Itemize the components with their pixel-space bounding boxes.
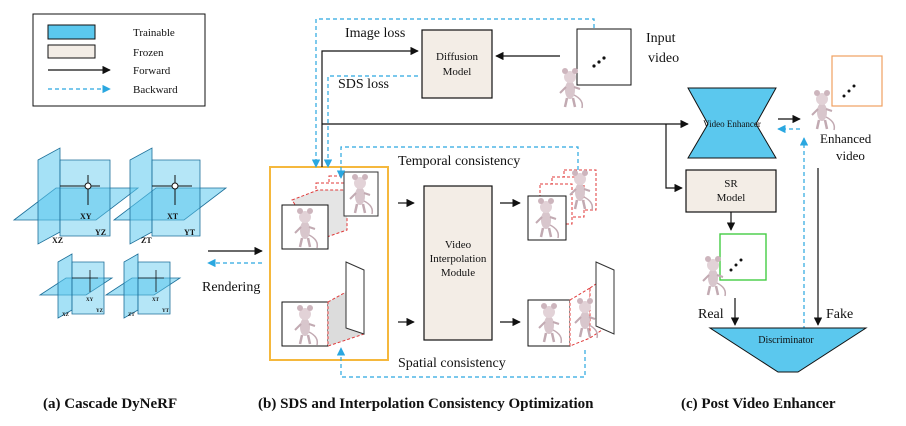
fake-label: Fake: [826, 307, 853, 322]
plane-set-small-2: XT ZT YT: [104, 253, 182, 319]
video-enhancer-label: Video Enhancer: [703, 119, 761, 129]
legend-trainable-label: Trainable: [133, 27, 175, 39]
vim-label: Video: [445, 239, 472, 251]
caption-b: (b) SDS and Interpolation Consistency Op…: [258, 396, 594, 412]
real-label: Real: [698, 307, 724, 322]
panel-b: Video Interpolation Module Temporal cons…: [258, 18, 679, 412]
caption-c: (c) Post Video Enhancer: [681, 396, 836, 412]
plane-set-large-1: XY XZ YZ: [12, 147, 140, 245]
sds-loss-label: SDS loss: [338, 77, 389, 92]
legend: Trainable Frozen Forward Backward: [32, 13, 206, 107]
plane-set-large-2: XT ZT YT: [112, 147, 228, 245]
plane-label: XZ: [62, 313, 70, 318]
plane-label: XY: [80, 212, 92, 221]
legend-frozen-swatch: [47, 44, 96, 59]
sr-model: [685, 169, 777, 213]
rendering-label: Rendering: [202, 280, 260, 295]
sr-model-label: Model: [717, 192, 746, 204]
plane-label: ZT: [141, 236, 152, 245]
plane-label: XT: [152, 298, 160, 303]
enhanced-video-label: Enhanced: [820, 131, 872, 146]
enhanced-video-frame: [831, 55, 883, 107]
image-loss-label: Image loss: [345, 26, 405, 41]
legend-forward-label: Forward: [133, 65, 171, 77]
input-video-label: video: [648, 51, 679, 66]
legend-frozen-label: Frozen: [133, 47, 164, 59]
temporal-consistency-label: Temporal consistency: [398, 154, 520, 169]
diffusion-model: [421, 29, 493, 99]
legend-trainable-swatch: [47, 24, 96, 40]
discriminator-label: Discriminator: [758, 335, 814, 346]
vim-label: Module: [441, 267, 475, 279]
video-interpolation-module: [423, 185, 493, 341]
enhanced-video-label: video: [836, 148, 865, 163]
panel-a: XY XZ YZ XT ZT YT XY XZ YZ: [12, 147, 228, 412]
legend-backward-label: Backward: [133, 84, 178, 96]
caption-a: (a) Cascade DyNeRF: [43, 396, 177, 412]
diffusion-model-label: Model: [443, 66, 472, 78]
input-video-label: Input: [646, 31, 676, 46]
plane-label: ZT: [128, 313, 135, 318]
rendering-arrows: Rendering: [202, 246, 263, 295]
plane-label: XT: [167, 212, 179, 221]
diffusion-model-label: Diffusion: [436, 51, 478, 63]
video-enhancer: [687, 87, 777, 159]
panel-c: Video Enhancer Enhanced video SR Model R…: [322, 55, 883, 412]
plane-label: YT: [162, 309, 170, 314]
sr-output-frame: [719, 233, 767, 281]
plane-label: XZ: [52, 236, 63, 245]
plane-label: YZ: [95, 228, 106, 237]
plane-label: YZ: [96, 309, 104, 314]
plane-set-small-1: XY XZ YZ: [38, 253, 114, 319]
sr-model-label: SR: [724, 178, 738, 190]
vim-label: Interpolation: [430, 253, 487, 265]
spatial-consistency-label: Spatial consistency: [398, 356, 506, 371]
plane-label: XY: [86, 298, 94, 303]
plane-label: YT: [184, 228, 196, 237]
discriminator: [708, 327, 868, 373]
